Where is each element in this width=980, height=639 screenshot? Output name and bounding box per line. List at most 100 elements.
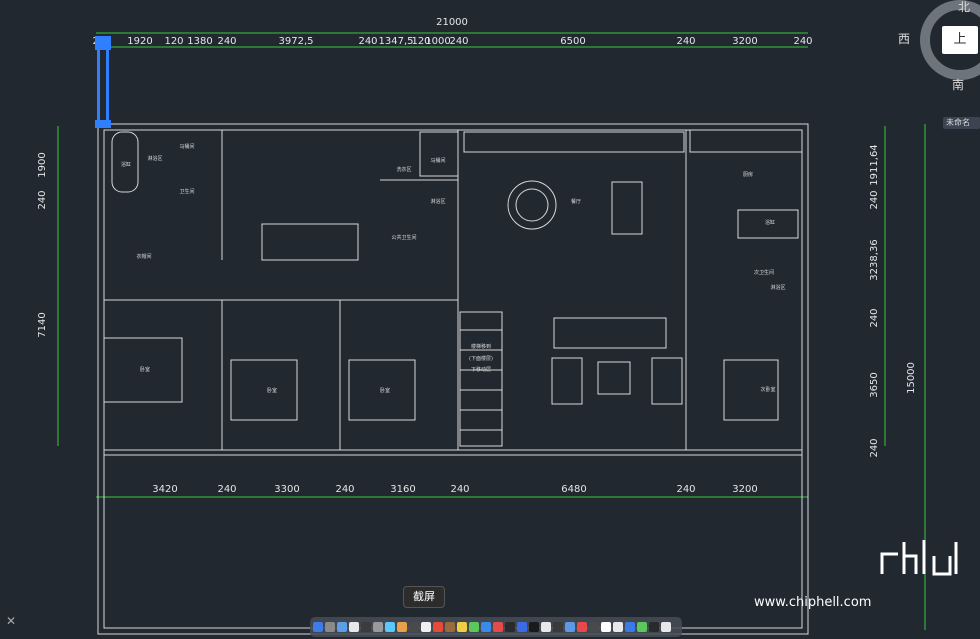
- room-label: 马桶间: [179, 143, 194, 150]
- overall-height-label: 15000: [906, 362, 917, 394]
- viewcube-ring[interactable]: [920, 0, 980, 80]
- dimension-labels: 240192012013802403972,52401347,512010002…: [37, 17, 917, 495]
- top-dim-label: 240: [449, 36, 468, 47]
- top-dim-label: 120: [411, 36, 430, 47]
- right-dim-label: 240: [869, 190, 880, 209]
- dimension-lines: [57, 32, 926, 630]
- dock-app-icon[interactable]: [637, 622, 647, 632]
- macos-dock: [310, 617, 682, 637]
- room-label: 浴缸: [765, 219, 775, 226]
- room-label: 次卧室: [760, 386, 775, 393]
- dock-app-icon[interactable]: [361, 622, 371, 632]
- chiphell-logo: [880, 540, 958, 576]
- bottom-dim-label: 3200: [732, 484, 757, 495]
- viewcube-south-label[interactable]: 南: [952, 78, 965, 92]
- viewcube-top-button[interactable]: 上: [942, 26, 978, 54]
- room-label: 餐厅: [571, 198, 581, 205]
- dock-app-icon[interactable]: [565, 622, 575, 632]
- selected-grip[interactable]: [95, 36, 111, 128]
- dock-app-icon[interactable]: [349, 622, 359, 632]
- left-dim-label: 240: [37, 190, 48, 209]
- dock-app-icon[interactable]: [373, 622, 383, 632]
- room-label: 公共卫生间: [391, 234, 416, 241]
- floor-plan-walls: [97, 123, 809, 635]
- top-dim-label: 240: [358, 36, 377, 47]
- overall-width-label: 21000: [436, 17, 468, 28]
- viewcube-west-label[interactable]: 西: [898, 32, 911, 46]
- dock-app-icon[interactable]: [469, 622, 479, 632]
- left-dim-label: 1900: [37, 152, 48, 177]
- dock-app-icon[interactable]: [313, 622, 323, 632]
- room-label: 卧室: [140, 366, 150, 373]
- bottom-dim-label: 240: [450, 484, 469, 495]
- top-dim-label: 1000: [425, 36, 450, 47]
- bottom-dim-label: 240: [676, 484, 695, 495]
- top-dim-label: 240: [793, 36, 812, 47]
- top-dim-label: 1380: [187, 36, 212, 47]
- dock-app-icon[interactable]: [589, 622, 599, 632]
- room-label: 厨房: [743, 171, 753, 178]
- top-dim-label: 120: [164, 36, 183, 47]
- dock-app-icon[interactable]: [481, 622, 491, 632]
- dock-app-icon[interactable]: [553, 622, 563, 632]
- dock-app-icon[interactable]: [421, 622, 431, 632]
- top-dim-label: 1920: [127, 36, 152, 47]
- dock-app-icon[interactable]: [457, 622, 467, 632]
- stair-label: 楼梯移到: [471, 343, 491, 350]
- top-dim-label: 3200: [732, 36, 757, 47]
- right-dim-label: 3650: [869, 372, 880, 397]
- top-dim-label: 6500: [560, 36, 585, 47]
- dock-app-icon[interactable]: [397, 622, 407, 632]
- bottom-dim-label: 3300: [274, 484, 299, 495]
- dock-app-icon[interactable]: [409, 622, 419, 632]
- dock-app-icon[interactable]: [325, 622, 335, 632]
- ucs-axis-icon: ✕: [6, 614, 17, 628]
- dock-app-icon[interactable]: [505, 622, 515, 632]
- room-label: 次卫生间: [754, 269, 774, 276]
- watermark-text: www.chiphell.com: [754, 595, 872, 610]
- room-label: 淋浴区: [770, 284, 785, 291]
- dock-app-icon[interactable]: [541, 622, 551, 632]
- stair-label: (下面楼层): [469, 355, 493, 362]
- bottom-dim-label: 240: [217, 484, 236, 495]
- dock-app-icon[interactable]: [493, 622, 503, 632]
- ucs-dropdown[interactable]: 未命名: [943, 117, 980, 129]
- dock-app-icon[interactable]: [661, 622, 671, 632]
- dock-app-icon[interactable]: [625, 622, 635, 632]
- viewcube-north-label[interactable]: 北: [958, 0, 971, 14]
- top-dim-label: 3972,5: [279, 36, 314, 47]
- dock-app-icon[interactable]: [433, 622, 443, 632]
- right-dim-label: 240: [869, 308, 880, 327]
- room-label: 淋浴区: [430, 198, 445, 205]
- room-label: 淋浴区: [147, 155, 162, 162]
- room-label: 浴缸: [121, 161, 131, 168]
- dock-app-icon[interactable]: [517, 622, 527, 632]
- top-dim-label: 1347,5: [379, 36, 414, 47]
- dock-app-icon[interactable]: [529, 622, 539, 632]
- bottom-dim-label: 3420: [152, 484, 177, 495]
- top-dim-label: 240: [217, 36, 236, 47]
- room-label: 马桶间: [430, 157, 445, 164]
- bottom-dim-label: 3160: [390, 484, 415, 495]
- dock-app-icon[interactable]: [385, 622, 395, 632]
- room-label: 衣帽间: [136, 253, 151, 260]
- room-labels: 浴缸淋浴区马桶间卫生间衣帽间卧室卧室卧室公共卫生间马桶间洗衣区淋浴区餐厅厨房浴缸…: [121, 143, 786, 394]
- right-dim-label: 1911,64: [869, 144, 880, 185]
- bottom-dim-label: 240: [335, 484, 354, 495]
- viewcube[interactable]: 北 西 南 上: [898, 0, 980, 120]
- room-label: 洗衣区: [396, 166, 411, 173]
- room-label: 卧室: [267, 387, 277, 394]
- dock-app-icon[interactable]: [577, 622, 587, 632]
- dock-app-icon[interactable]: [601, 622, 611, 632]
- bottom-dim-label: 6480: [561, 484, 586, 495]
- stair-label: 下移动层: [471, 366, 491, 373]
- top-dim-label: 240: [676, 36, 695, 47]
- dock-app-icon[interactable]: [337, 622, 347, 632]
- room-label: 卧室: [380, 387, 390, 394]
- dock-app-icon[interactable]: [613, 622, 623, 632]
- dock-app-icon[interactable]: [649, 622, 659, 632]
- dock-tooltip: 截屏: [403, 586, 445, 608]
- dock-app-icon[interactable]: [445, 622, 455, 632]
- left-dim-label: 7140: [37, 312, 48, 337]
